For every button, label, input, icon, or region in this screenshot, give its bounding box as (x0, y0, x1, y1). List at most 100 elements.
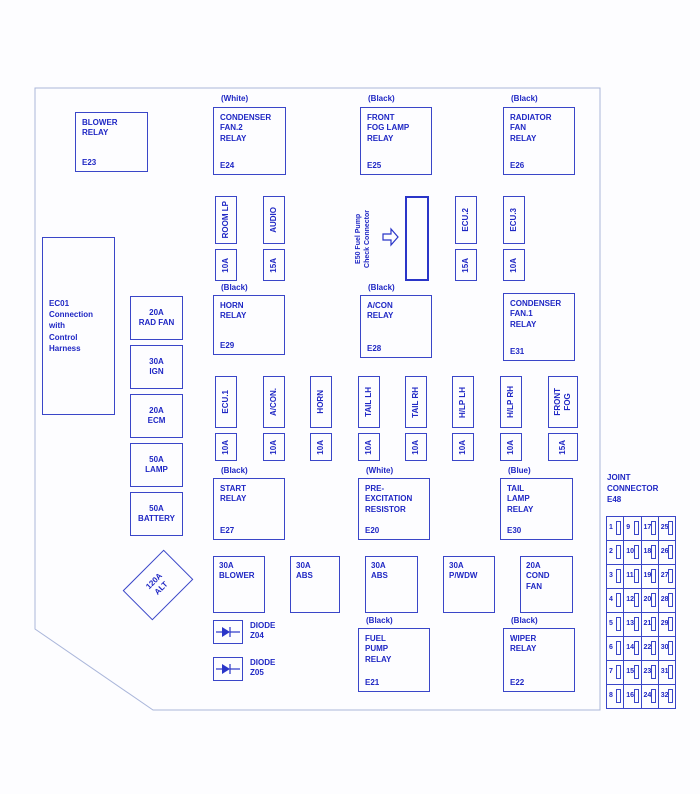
relay-name: CONDENSER FAN.2 RELAY (220, 113, 272, 143)
fuse-label: H/LP RH (506, 386, 515, 418)
fuse-ecu2-amp: 15A (455, 249, 477, 281)
joint-connector-cell: 5 (607, 613, 624, 636)
relay-color-label: (Black) (368, 283, 395, 292)
relay-name: FUEL PUMP RELAY (365, 634, 392, 664)
fuse-ecu1: ECU.1 (215, 376, 237, 428)
relay-e21: FUEL PUMP RELAY E21 (358, 628, 430, 692)
fuse-label: ECU.3 (509, 208, 518, 232)
joint-connector-cell: 17 (641, 517, 658, 540)
fuse-amp: 10A (269, 439, 278, 455)
fuse-tail-lh: TAIL LH (358, 376, 380, 428)
relay-color-label: (White) (366, 466, 394, 475)
relay-e23: BLOWER RELAY E23 (75, 112, 148, 172)
relay-color-label: (White) (221, 94, 249, 103)
joint-connector-pin (650, 689, 656, 703)
joint-connector-cell-number: 30 (660, 644, 669, 651)
fuse-label: H/LP LH (458, 386, 467, 418)
joint-connector-cell-number: 2 (609, 548, 613, 555)
joint-connector-cell-number: 15 (626, 668, 635, 675)
fuse-amp: 15A (461, 257, 470, 273)
fuse-30a-ign: 30A IGN (130, 345, 183, 389)
ec01-connector: EC01 Connection with Control Harness (42, 237, 115, 415)
joint-connector-cell: 30 (658, 637, 675, 660)
joint-connector-cell-number: 31 (660, 668, 669, 675)
fuse-50a-battery: 50A BATTERY (130, 492, 183, 536)
relay-name: CONDENSER FAN.1 RELAY (510, 299, 562, 329)
fuse-tail-lh-amp: 10A (358, 433, 380, 461)
relay-code: E28 (367, 344, 382, 353)
relay-e30: TAIL LAMP RELAY E30 (500, 478, 573, 540)
relay-color-label: (Black) (368, 94, 395, 103)
relay-e22: WIPER RELAY E22 (503, 628, 575, 692)
fuse-amp: 15A (558, 439, 567, 455)
joint-connector-cell-number: 8 (609, 692, 613, 699)
fuse-amp: 10A (364, 439, 373, 455)
joint-connector-pin (616, 593, 622, 607)
relay-name: BLOWER RELAY (82, 118, 118, 138)
fuse-room-lp-amp: 10A (215, 249, 237, 281)
fuse-ecu3: ECU.3 (503, 196, 525, 244)
joint-connector-cell-number: 18 (643, 548, 652, 555)
joint-connector-cell-number: 26 (660, 548, 669, 555)
joint-connector-cell-number: 12 (626, 596, 635, 603)
fuse-tail-rh: TAIL RH (405, 376, 427, 428)
fuse-20a-rad-fan: 20A RAD FAN (130, 296, 183, 340)
relay-e28: A/CON RELAY E28 (360, 295, 432, 358)
joint-connector-pin (650, 569, 656, 583)
joint-connector-cell-number: 1 (609, 524, 613, 531)
relay-name: START RELAY (220, 484, 247, 504)
joint-connector-cell: 23 (641, 661, 658, 684)
relay-name: FRONT FOG LAMP RELAY (367, 113, 410, 143)
fuse-amp: 10A (506, 439, 515, 455)
joint-connector-cell: 19 (641, 565, 658, 588)
fuse-horn-amp: 10A (310, 433, 332, 461)
fuse-label: ECU.2 (461, 208, 470, 232)
diode-z05-box (213, 657, 243, 681)
relay-e20: PRE- EXCITATION RESISTOR E20 (358, 478, 430, 540)
joint-connector-pin (650, 617, 656, 631)
joint-connector-cell: 31 (658, 661, 675, 684)
fuse-front-fog: FRONT FOG (548, 376, 578, 428)
joint-connector-cell-number: 17 (643, 524, 652, 531)
fuse-hlp-lh: H/LP LH (452, 376, 474, 428)
joint-connector-cell: 18 (641, 541, 658, 564)
e50-check-connector-label: E50 Fuel Pump Check Connector (350, 196, 378, 281)
relay-code: E31 (510, 347, 525, 356)
diode-z04-box (213, 620, 243, 644)
joint-connector-pin (633, 545, 639, 559)
joint-connector-cell-number: 16 (626, 692, 635, 699)
joint-connector-cell: 2 (607, 541, 624, 564)
joint-connector-cell-number: 7 (609, 668, 613, 675)
joint-connector-pin (668, 665, 673, 679)
joint-connector-cell: 20 (641, 589, 658, 612)
joint-connector-cell-number: 5 (609, 620, 613, 627)
relay-e27: START RELAY E27 (213, 478, 285, 540)
joint-connector-cell: 7 (607, 661, 624, 684)
fuse-ecu2: ECU.2 (455, 196, 477, 244)
joint-connector-cell: 1 (607, 517, 624, 540)
joint-connector-cell-number: 4 (609, 596, 613, 603)
fuse-acon-amp: 10A (263, 433, 285, 461)
relay-code: E29 (220, 341, 235, 350)
joint-connector-title: JOINT CONNECTOR E48 (607, 473, 659, 505)
fuse-30a-abs-2: 30A ABS (365, 556, 418, 613)
joint-connector-cell: 21 (641, 613, 658, 636)
joint-connector-pin (633, 521, 639, 535)
fuse-horn: HORN (310, 376, 332, 428)
fuse-hlp-rh-amp: 10A (500, 433, 522, 461)
joint-connector-pin (633, 569, 639, 583)
joint-connector-cell: 13 (624, 613, 641, 636)
joint-connector-pin (633, 641, 639, 655)
joint-connector-cell: 10 (624, 541, 641, 564)
joint-connector-cell: 8 (607, 685, 624, 708)
joint-connector-pin (668, 521, 673, 535)
joint-connector-cell-number: 10 (626, 548, 635, 555)
joint-connector-cell-number: 20 (643, 596, 652, 603)
joint-connector-pin (616, 545, 622, 559)
relay-e29: HORN RELAY E29 (213, 295, 285, 355)
relay-code: E24 (220, 161, 235, 170)
fuse-30a-blower: 30A BLOWER (213, 556, 265, 613)
joint-connector-pin (633, 617, 639, 631)
